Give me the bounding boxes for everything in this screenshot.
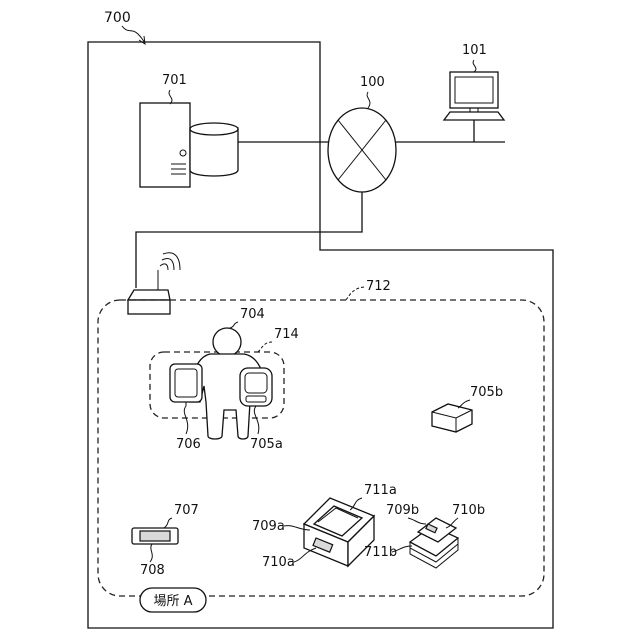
leader-707 [164, 518, 172, 528]
leader-700 [122, 26, 145, 43]
device-705b [432, 404, 472, 432]
leader-705b [458, 400, 470, 408]
leader-701 [169, 90, 172, 104]
location-label: 場所 A [153, 594, 192, 609]
label-705a: 705a [250, 437, 283, 452]
tag-707 [132, 528, 178, 544]
leader-706 [184, 406, 187, 434]
leader-714 [258, 342, 272, 352]
leader-709b [408, 518, 426, 524]
leader-712 [346, 287, 364, 300]
label-710a: 710a [262, 555, 295, 570]
server-701 [140, 103, 238, 187]
label-708: 708 [140, 563, 165, 578]
label-712: 712 [366, 279, 391, 294]
label-701: 701 [162, 73, 187, 88]
leader-705a [254, 406, 259, 434]
label-709a: 709a [252, 519, 285, 534]
label-706: 706 [176, 437, 201, 452]
terminal-101 [444, 72, 504, 120]
label-711a: 711a [364, 483, 397, 498]
label-100: 100 [360, 75, 385, 90]
label-707: 707 [174, 503, 199, 518]
network-100 [328, 108, 396, 192]
label-700: 700 [104, 10, 131, 26]
device-705a [240, 368, 272, 406]
label-714: 714 [274, 327, 299, 342]
label-704: 704 [240, 307, 265, 322]
label-710b: 710b [452, 503, 485, 518]
label-705b: 705b [470, 385, 503, 400]
label-711b: 711b [364, 545, 397, 560]
leader-100 [367, 92, 370, 108]
leader-101 [473, 60, 476, 72]
label-709b: 709b [386, 503, 419, 518]
arrow-700 [139, 36, 145, 44]
leader-704 [230, 322, 238, 328]
label-101: 101 [462, 43, 487, 58]
device-706 [170, 364, 202, 406]
link-network-ap [136, 192, 362, 288]
leader-708 [150, 544, 152, 562]
